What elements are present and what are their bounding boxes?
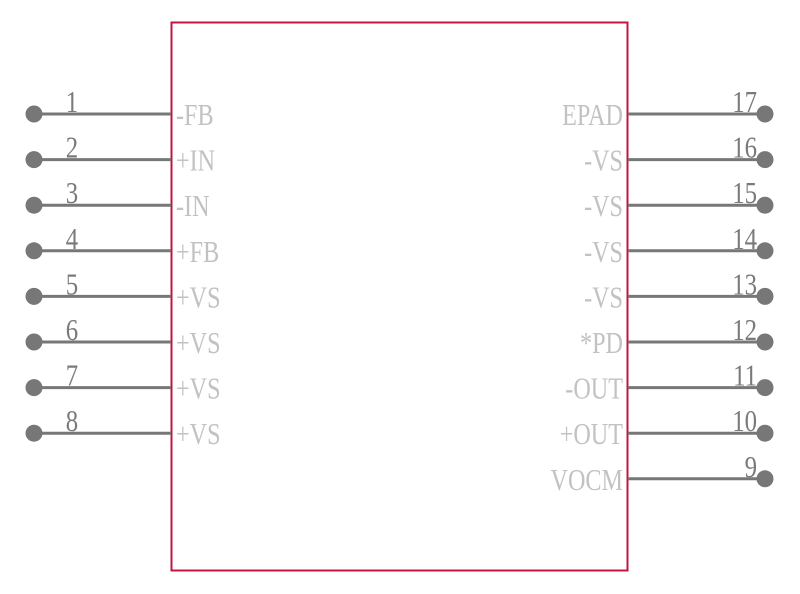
pin-label: EPAD <box>562 98 623 133</box>
pin-number: 15 <box>732 177 757 211</box>
pin-number: 8 <box>66 405 78 439</box>
pin-number: 7 <box>66 359 78 393</box>
pin-label: +VS <box>176 281 221 316</box>
pin-endpoint[interactable] <box>25 287 43 305</box>
pin-label: -VS <box>584 235 623 270</box>
pin-endpoint[interactable] <box>25 379 43 397</box>
pin-endpoint[interactable] <box>756 379 774 397</box>
pin-number: 12 <box>732 313 757 347</box>
pin-label: +FB <box>176 235 219 270</box>
pin-label: +IN <box>176 144 215 179</box>
pin-number: 14 <box>732 222 757 256</box>
pin-endpoint[interactable] <box>25 151 43 169</box>
pin-endpoint[interactable] <box>756 287 774 305</box>
pin-number: 13 <box>732 268 757 302</box>
pin-number: 4 <box>66 222 78 256</box>
pin-label: -VS <box>584 189 623 224</box>
pin-label: +VS <box>176 372 221 407</box>
pin-label: +VS <box>176 417 221 452</box>
pin-number: 1 <box>66 85 78 119</box>
pin-number: 17 <box>732 85 757 119</box>
pin-label: VOCM <box>550 463 623 498</box>
pin-endpoint[interactable] <box>756 333 774 351</box>
pin-endpoint[interactable] <box>756 196 774 214</box>
pin-number: 2 <box>66 131 78 165</box>
pin-endpoint[interactable] <box>25 424 43 442</box>
component-body <box>170 21 629 572</box>
pin-endpoint[interactable] <box>25 242 43 260</box>
pin-label: -VS <box>584 144 623 179</box>
pin-number: 11 <box>733 359 757 393</box>
pin-endpoint[interactable] <box>756 151 774 169</box>
pin-endpoint[interactable] <box>25 105 43 123</box>
pin-endpoint[interactable] <box>756 470 774 488</box>
pin-endpoint[interactable] <box>756 105 774 123</box>
pin-label: +VS <box>176 326 221 361</box>
pin-endpoint[interactable] <box>756 242 774 260</box>
pin-label: -VS <box>584 281 623 316</box>
pin-number: 9 <box>745 450 757 484</box>
pin-number: 10 <box>732 405 757 439</box>
pin-endpoint[interactable] <box>756 424 774 442</box>
pin-label: *PD <box>580 326 623 361</box>
pin-number: 6 <box>66 313 78 347</box>
pin-number: 3 <box>66 177 78 211</box>
pin-label: +OUT <box>560 417 623 452</box>
pin-label: -IN <box>176 189 210 224</box>
pin-endpoint[interactable] <box>25 333 43 351</box>
pin-number: 16 <box>732 131 757 165</box>
pin-label: -FB <box>176 98 214 133</box>
pin-number: 5 <box>66 268 78 302</box>
pin-label: -OUT <box>565 372 623 407</box>
pin-endpoint[interactable] <box>25 196 43 214</box>
